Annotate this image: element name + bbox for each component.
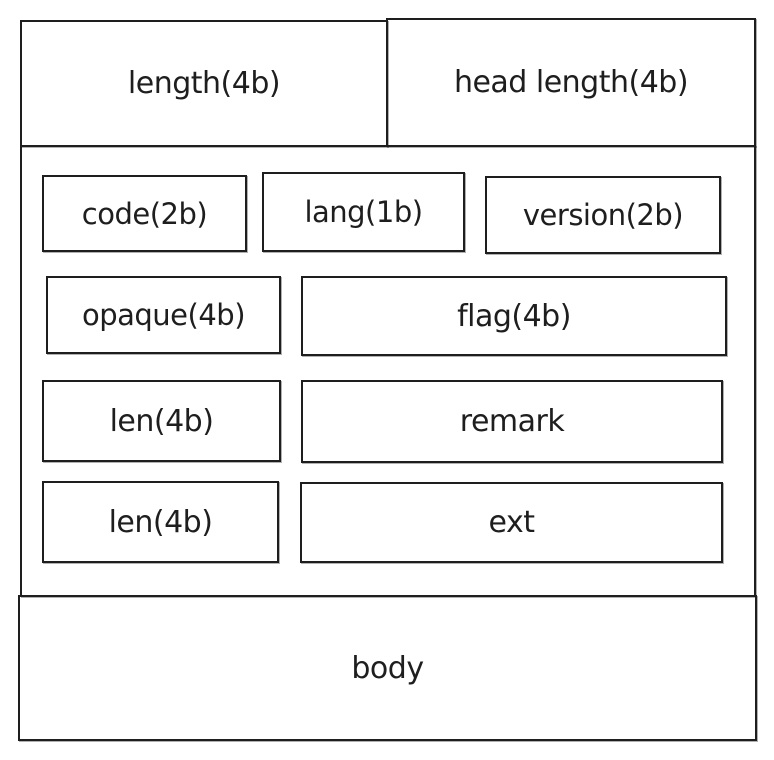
flag-field: flag(4b) (301, 276, 727, 356)
remark-label: remark (459, 404, 565, 439)
body-field: body (18, 595, 757, 741)
len-label-remark: len(4b) (109, 403, 214, 439)
len-label-ext: len(4b) (108, 504, 213, 540)
head-length-label: head length(4b) (453, 65, 689, 100)
ext-label: ext (488, 505, 535, 540)
body-label: body (351, 650, 424, 686)
len-field-remark: len(4b) (42, 380, 281, 462)
opaque-label: opaque(4b) (81, 298, 246, 332)
remark-field: remark (301, 380, 723, 463)
head-length-field: head length(4b) (386, 18, 756, 147)
length-field: length(4b) (20, 20, 388, 147)
flag-label: flag(4b) (457, 298, 571, 334)
lang-label: lang(1b) (304, 195, 423, 229)
opaque-field: opaque(4b) (46, 276, 281, 354)
ext-field: ext (300, 482, 723, 563)
version-label: version(2b) (522, 198, 684, 232)
len-field-ext: len(4b) (42, 481, 279, 563)
lang-field: lang(1b) (262, 172, 465, 252)
code-label: code(2b) (81, 196, 208, 231)
code-field: code(2b) (42, 175, 247, 252)
version-field: version(2b) (485, 176, 721, 254)
length-label: length(4b) (127, 66, 281, 101)
